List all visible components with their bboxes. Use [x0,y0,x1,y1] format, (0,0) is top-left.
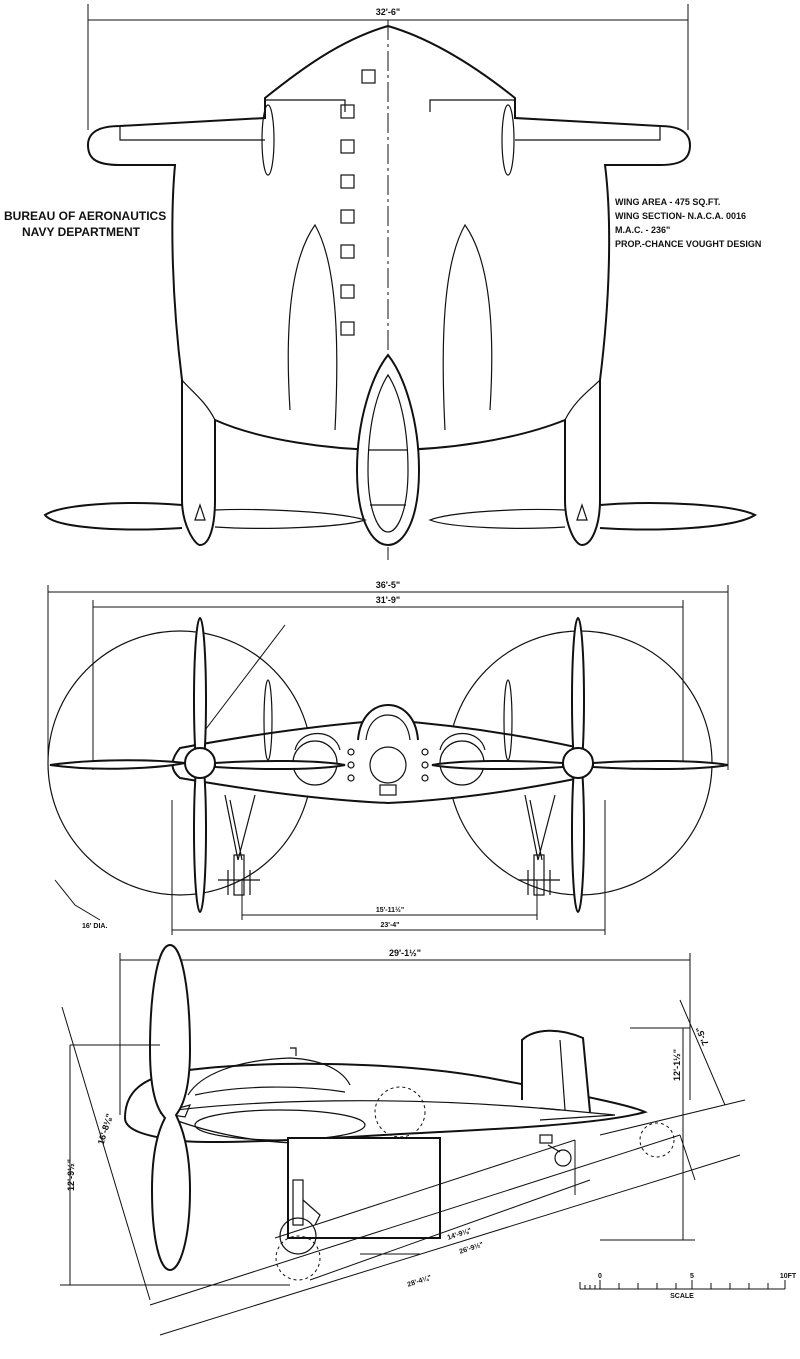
span-label: 32'-6" [376,7,400,17]
scale-five: 5 [690,1273,694,1280]
specs-block: WING AREA - 475 SQ.FT. WING SECTION- N.A… [615,197,761,249]
scale-label: SCALE [670,1293,694,1300]
left-landing-gear [218,794,260,896]
left-propeller [49,617,346,913]
bureau-label: BUREAU OF AERONAUTICS [4,209,166,223]
fuselage-side [123,1062,648,1144]
tail-fin [521,1029,591,1113]
left-tailplane [43,502,183,531]
top-view: 32'-6" [4,4,761,560]
scale-bar: 0 5 10FT SCALE [579,1273,797,1300]
track-label: 15'-11½" [376,906,404,914]
spec-prop: PROP.-CHANCE VOUGHT DESIGN [615,239,761,249]
right-landing-gear [518,794,560,896]
window-row [340,69,376,336]
right-propeller [431,617,729,913]
height-right-label: 12'-1½" [672,1049,682,1081]
prop-centers-label: 31'-9" [376,595,400,605]
scale-zero: 0 [598,1273,602,1280]
spec-mac: M.A.C. - 236" [615,225,670,235]
prop-diameter-label: 16' DIA. [82,923,107,930]
spec-wing-area: WING AREA - 475 SQ.FT. [615,197,720,207]
outer-width-label: 23'-4" [381,922,400,929]
front-view: 36'-5" 31'-9" [47,580,729,935]
department-label: NAVY DEPARTMENT [22,225,141,239]
overall-span-label: 36'-5" [376,580,400,590]
ventral-box [287,1137,441,1239]
canopy-front [357,703,419,741]
length-label: 29'-1½" [389,948,421,958]
right-tailplane [599,502,758,531]
scale-ten: 10FT [780,1273,797,1280]
height-left-label: 12'-9½" [66,1159,76,1191]
side-view: 29'-1½" 12'-9½" 16'-8⅛" [60,943,746,1336]
propeller-side [148,943,192,1272]
spec-wing-section: WING SECTION- N.A.C.A. 0016 [615,211,746,221]
